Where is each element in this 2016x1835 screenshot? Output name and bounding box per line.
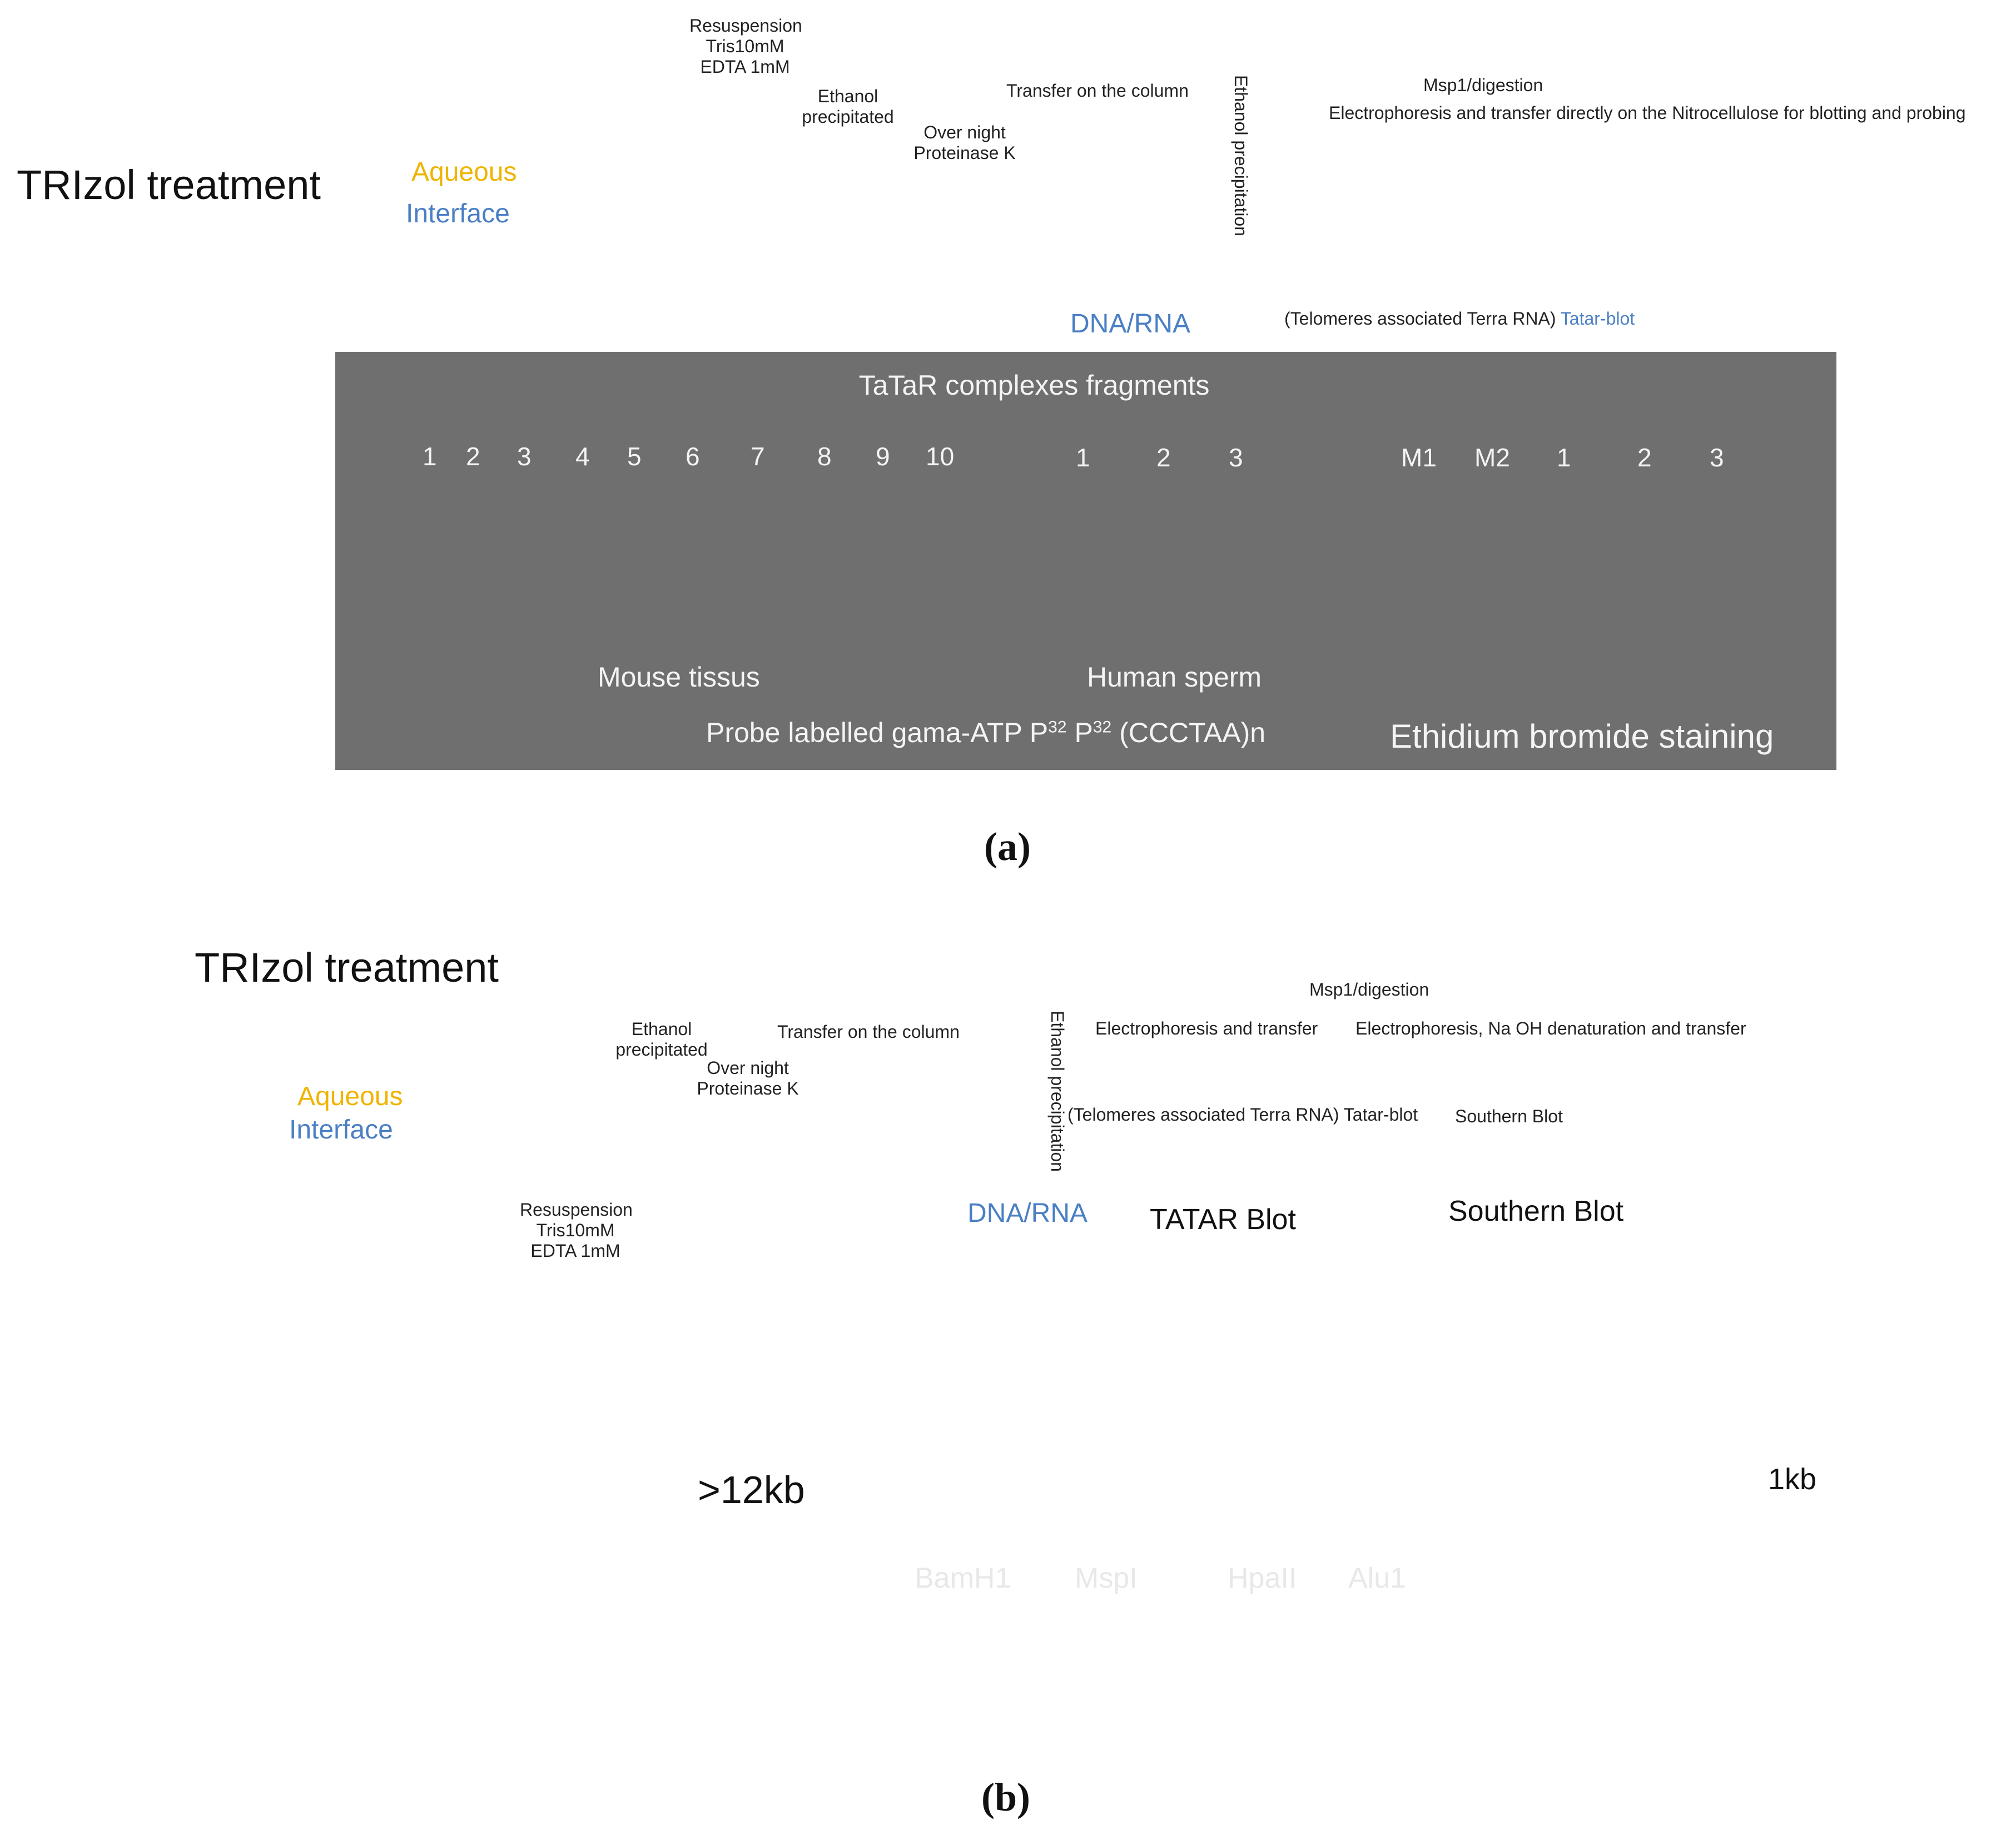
enzyme-label: Alu1 <box>1348 1562 1407 1594</box>
tube-resuspension <box>701 82 765 296</box>
interface-label: Interface <box>289 1115 393 1145</box>
human-sperm-label: Human sperm <box>1087 662 1262 693</box>
mouse-lane-number: 5 <box>627 442 642 471</box>
ethanol-precipitation-label: Ethanol precipitation <box>1047 1011 1067 1172</box>
spin-column-b <box>894 1038 946 1173</box>
electrophoresis-naoh-label: Electrophoresis, Na OH denaturation and … <box>1355 1018 1746 1038</box>
mouse-lane-number: 4 <box>575 442 590 471</box>
enzyme-label: BamH1 <box>915 1562 1011 1594</box>
southern-inbox-label: Southern Blot <box>1455 1106 1563 1126</box>
etbr-lane-label: M2 <box>1474 443 1510 472</box>
dna-ladder-gel <box>1625 1237 1705 1707</box>
etbr-lane-label: 2 <box>1637 443 1652 472</box>
process-arrows <box>773 164 1734 253</box>
tatar-blot-title: TATAR Blot <box>1150 1204 1296 1236</box>
dna-rna-label: DNA/RNA <box>1070 309 1191 339</box>
phase-arrows <box>525 161 606 226</box>
mouse-lane-number: 6 <box>686 442 700 471</box>
overnight-label: Over night Proteinase K <box>913 122 1016 163</box>
human-lane-number: 3 <box>1229 443 1243 472</box>
mouse-lane-number: 7 <box>751 442 765 471</box>
ethanol-precipitated-label: Ethanol precipitated <box>615 1019 708 1060</box>
mouse-lane-number: 8 <box>817 442 832 471</box>
transfer-column-label: Transfer on the column <box>777 1022 960 1042</box>
resuspension-label: Resuspension Tris10mM EDTA 1mM <box>520 1200 633 1261</box>
transfer-column-label: Transfer on the column <box>1006 81 1189 101</box>
msp1-digestion-label: Msp1/digestion <box>1309 979 1429 999</box>
etbr-lane-label: 1 <box>1557 443 1571 472</box>
dna-rna-label: DNA/RNA <box>967 1199 1088 1228</box>
southern-lane-2 <box>1533 1237 1593 1707</box>
panel-a-title: TRIzol treatment <box>17 162 321 208</box>
panel-b-title: TRIzol treatment <box>195 944 499 991</box>
electrophoresis-note: Electrophoresis and transfer directly on… <box>1329 103 1966 123</box>
overnight-label: Over night Proteinase K <box>697 1058 799 1098</box>
spin-column <box>1086 107 1165 255</box>
enzyme-label: MspI <box>1075 1562 1138 1594</box>
size-12kb-label: >12kb <box>698 1468 805 1511</box>
human-lane-number: 1 <box>1076 443 1090 472</box>
resuspension-loop-arrow-b <box>513 976 600 1145</box>
aqueous-label: Aqueous <box>297 1082 403 1111</box>
resuspension-label: Resuspension Tris10mM EDTA 1mM <box>689 16 802 77</box>
telomeres-note: (Telomeres associated Terra RNA) Tatar-b… <box>1284 309 1635 329</box>
ethanol-precipitated-label: Ethanol precipitated <box>802 86 894 127</box>
etbr-lane-label: M1 <box>1401 443 1437 472</box>
aqueous-label: Aqueous <box>411 157 517 187</box>
probe-label: Probe labelled gama-ATP P32 P32 (CCCTAA)… <box>706 717 1266 748</box>
size-12kb-arrow <box>831 1473 884 1498</box>
mouse-lane-number: 10 <box>926 442 955 471</box>
tatar-blot-gel <box>890 1233 1428 1705</box>
tube-resuspension-b <box>552 1018 612 1197</box>
size-1kb-label: 1kb <box>1768 1463 1817 1496</box>
gel-panel-a <box>335 352 1836 770</box>
mouse-lane-number: 1 <box>423 442 437 471</box>
ethanol-precipitation-label: Ethanol precipitation <box>1231 75 1251 236</box>
tatar-blot-link: Tatar-blot <box>1560 309 1635 329</box>
mouse-lane-number: 3 <box>517 442 532 471</box>
electrophoresis-transfer-label: Electrophoresis and transfer <box>1095 1018 1318 1038</box>
size-1kb-arrow <box>1711 1465 1765 1490</box>
southern-lane-1 <box>1450 1237 1503 1707</box>
mouse-lane-number: 2 <box>466 442 480 471</box>
etbr-staining-label: Ethidium bromide staining <box>1390 718 1774 755</box>
mouse-tissus-label: Mouse tissus <box>598 662 760 693</box>
interface-label: Interface <box>406 199 510 228</box>
column-to-tube-line <box>1113 255 1242 300</box>
caption-a: (a) <box>984 824 1031 869</box>
etbr-lane-label: 3 <box>1710 443 1724 472</box>
southern-blot-title: Southern Blot <box>1448 1195 1624 1227</box>
telomeres-note: (Telomeres associated Terra RNA) Tatar-b… <box>1067 1105 1418 1125</box>
tube-proteinase <box>934 82 999 296</box>
tube-phases-b <box>479 1018 539 1197</box>
tube-phases <box>606 82 671 296</box>
mouse-lane-number: 9 <box>876 442 890 471</box>
caption-b: (b) <box>981 1775 1030 1819</box>
gel-panel-title: TaTaR complexes fragments <box>858 370 1210 401</box>
human-lane-number: 2 <box>1156 443 1171 472</box>
membrane-box-a <box>1418 131 1576 289</box>
enzyme-label: HpaII <box>1228 1562 1297 1594</box>
msp1-digestion-label: Msp1/digestion <box>1423 75 1543 95</box>
